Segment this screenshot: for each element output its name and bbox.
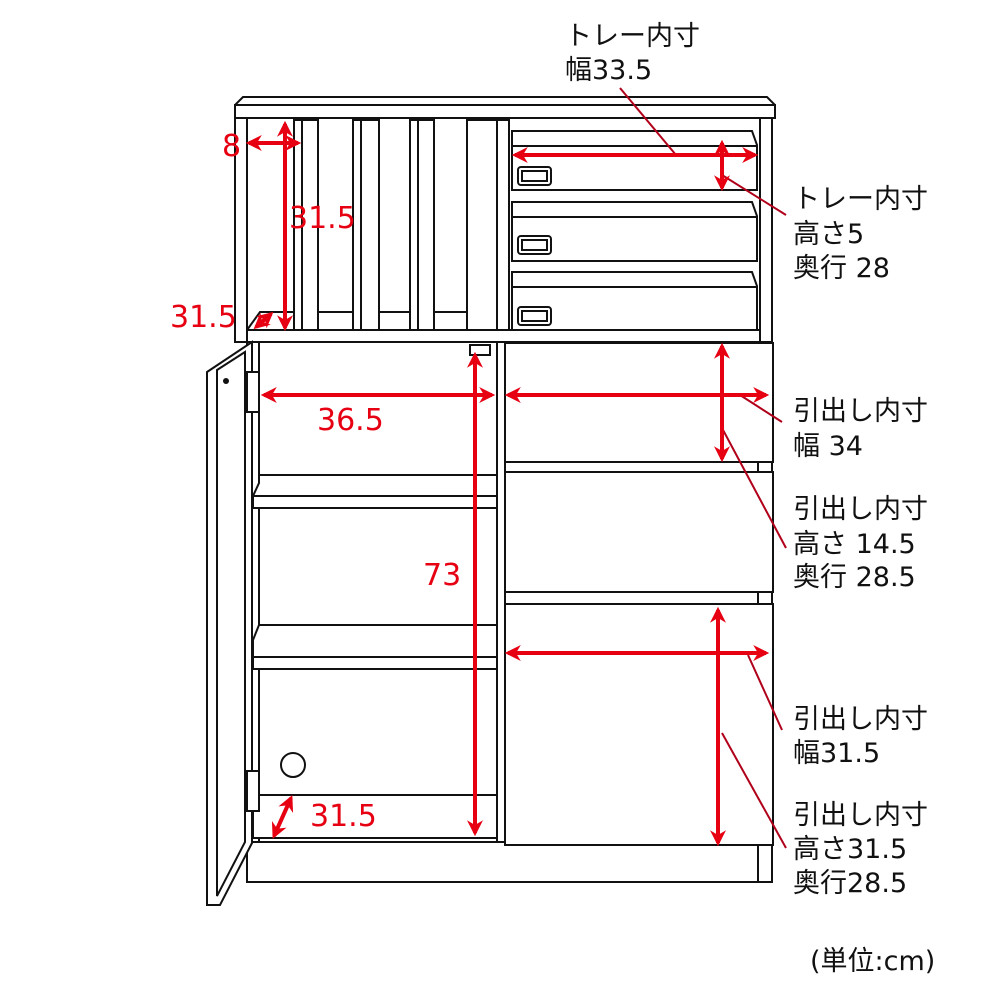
middle-board xyxy=(246,329,761,343)
callout-title: トレー内寸 xyxy=(793,184,928,215)
cabinet-depth-arrow xyxy=(271,795,294,839)
unit-label: (単位:cm) xyxy=(810,946,935,977)
slot-depth-arrow xyxy=(253,311,274,330)
callout-tray-width: トレー内寸 幅33.5 xyxy=(565,21,700,86)
tray-3 xyxy=(511,271,758,331)
callout-drawer-large-width: 引出し内寸 幅31.5 xyxy=(793,704,928,769)
plinth xyxy=(246,841,761,883)
callout-height: 高さ 14.5 xyxy=(793,529,916,560)
callout-title: 引出し内寸 xyxy=(793,704,928,735)
dimension-arrows xyxy=(245,120,770,847)
callout-depth: 奥行28.5 xyxy=(793,868,907,899)
door-knob xyxy=(223,378,229,384)
cable-hole xyxy=(280,752,306,778)
shelf-2 xyxy=(252,624,498,658)
callout-height: 高さ5 xyxy=(793,219,864,250)
callout-drawer-small-size: 引出し内寸 高さ 14.5 奥行 28.5 xyxy=(793,494,928,593)
center-divider xyxy=(496,341,506,843)
cabinet-width-value: 36.5 xyxy=(317,403,384,438)
slot-height-value: 31.5 xyxy=(289,201,356,236)
callout-depth: 奥行 28 xyxy=(793,253,890,284)
callout-value: 幅 34 xyxy=(793,431,863,462)
hinge-bottom xyxy=(246,770,260,812)
drawer-1 xyxy=(504,342,774,463)
slot-width-value: 8 xyxy=(222,129,241,164)
right-side-upper xyxy=(759,117,773,343)
callout-value: 幅31.5 xyxy=(793,738,880,769)
drawer-3 xyxy=(504,603,774,846)
callout-height: 高さ31.5 xyxy=(793,834,907,865)
drawer-2 xyxy=(504,471,774,593)
callout-title: 引出し内寸 xyxy=(793,396,928,427)
slot-depth-value: 31.5 xyxy=(170,300,237,335)
tray-2 xyxy=(511,201,758,262)
catch xyxy=(469,344,491,356)
cabinet-depth-value: 31.5 xyxy=(310,799,377,834)
callout-title: 引出し内寸 xyxy=(793,800,928,831)
hinge-top xyxy=(246,371,260,413)
callout-drawer-large-size: 引出し内寸 高さ31.5 奥行28.5 xyxy=(793,800,928,899)
callout-title: 引出し内寸 xyxy=(793,494,928,525)
callout-tray-size: トレー内寸 高さ5 奥行 28 xyxy=(793,184,928,284)
callout-value: 幅33.5 xyxy=(565,55,652,86)
callout-depth: 奥行 28.5 xyxy=(793,562,916,593)
cabinet-height-value: 73 xyxy=(423,558,461,593)
shelf-1 xyxy=(251,474,498,497)
callout-title: トレー内寸 xyxy=(565,21,700,52)
callout-drawer-small-width: 引出し内寸 幅 34 xyxy=(793,396,928,462)
